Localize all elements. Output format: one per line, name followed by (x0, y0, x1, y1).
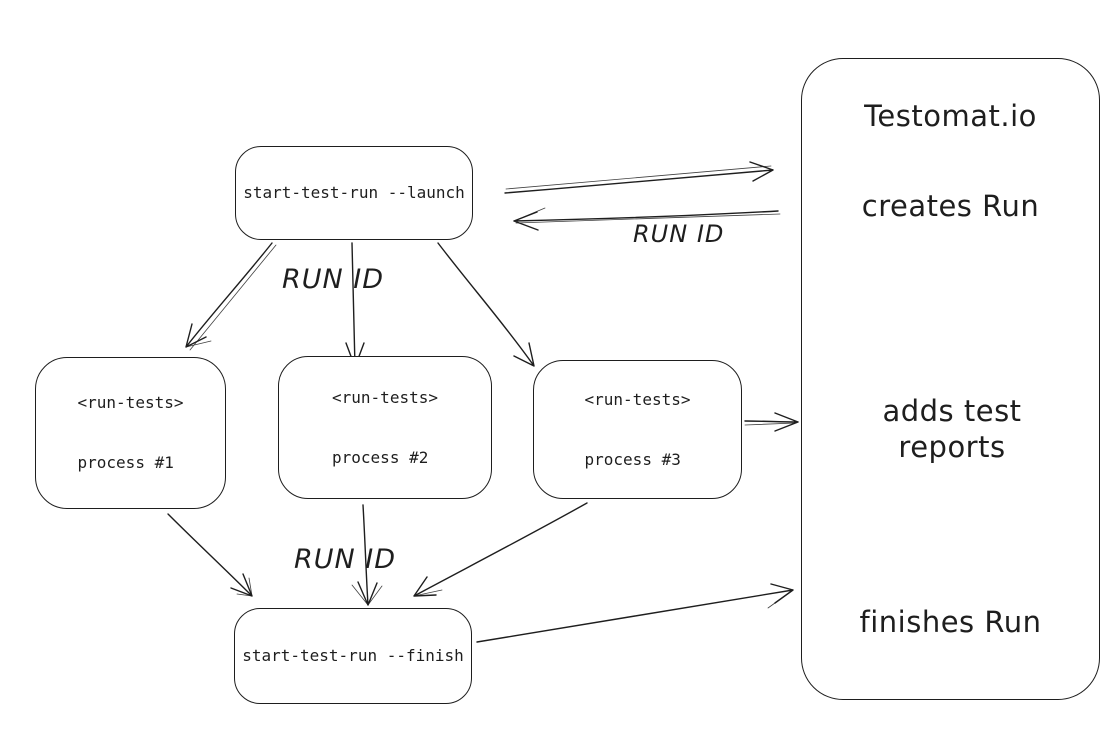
process1-line2: process #1 (77, 453, 174, 472)
node-run-tests-process-2: <run-tests> process #2 (278, 356, 492, 499)
process3-label: <run-tests> process #3 (585, 350, 691, 510)
arrow-launch-to-process3 (437, 242, 535, 367)
node-testomat-panel: Testomat.io creates Run adds test report… (801, 58, 1100, 700)
testomat-step-adds-test-reports: adds test reports (882, 394, 1022, 465)
arrow-process3-to-finish (413, 502, 588, 597)
arrow-launch-to-testomat (504, 161, 774, 194)
run-id-label-fanout: RUN ID (282, 264, 385, 295)
arrow-finish-to-testomat-sketch (767, 589, 794, 609)
arrow-launch-to-testomat-sketch (505, 165, 772, 190)
node-start-test-run-finish: start-test-run --finish (234, 608, 472, 704)
node-run-tests-process-3: <run-tests> process #3 (533, 360, 742, 499)
testomat-step-creates-run: creates Run (861, 189, 1040, 223)
arrow-process1-to-finish (167, 513, 253, 597)
process1-label: <run-tests> process #1 (78, 353, 184, 513)
arrow-process3-to-testomat-sketch (744, 422, 797, 426)
process3-line2: process #3 (584, 449, 681, 469)
process2-line2: process #2 (332, 447, 429, 467)
arrow-process2-to-finish-sketch (351, 584, 383, 606)
process2-label: <run-tests> process #2 (332, 348, 438, 508)
node-run-tests-process-1: <run-tests> process #1 (35, 357, 226, 509)
arrow-finish-to-testomat (476, 583, 794, 643)
testomat-title: Testomat.io (864, 99, 1037, 133)
finish-command-label: start-test-run --finish (242, 646, 464, 665)
run-id-label-return-arrow: RUN ID (633, 220, 725, 248)
arrow-launch-to-process1 (185, 242, 273, 348)
arrow-process3-to-testomat (744, 412, 799, 432)
arrow-process3-to-finish-sketch (413, 589, 443, 597)
testomat-step-finishes-run: finishes Run (859, 605, 1042, 639)
process3-line1: <run-tests> (584, 389, 691, 409)
arrow-launch-to-process1-sketch (185, 244, 277, 351)
arrow-process1-to-finish-sketch (236, 577, 253, 597)
process1-line1: <run-tests> (77, 393, 184, 412)
node-start-test-run-launch: start-test-run --launch (235, 146, 473, 240)
run-id-label-fanin: RUN ID (294, 544, 397, 575)
launch-command-label: start-test-run --launch (243, 183, 465, 202)
process2-line1: <run-tests> (332, 387, 438, 407)
